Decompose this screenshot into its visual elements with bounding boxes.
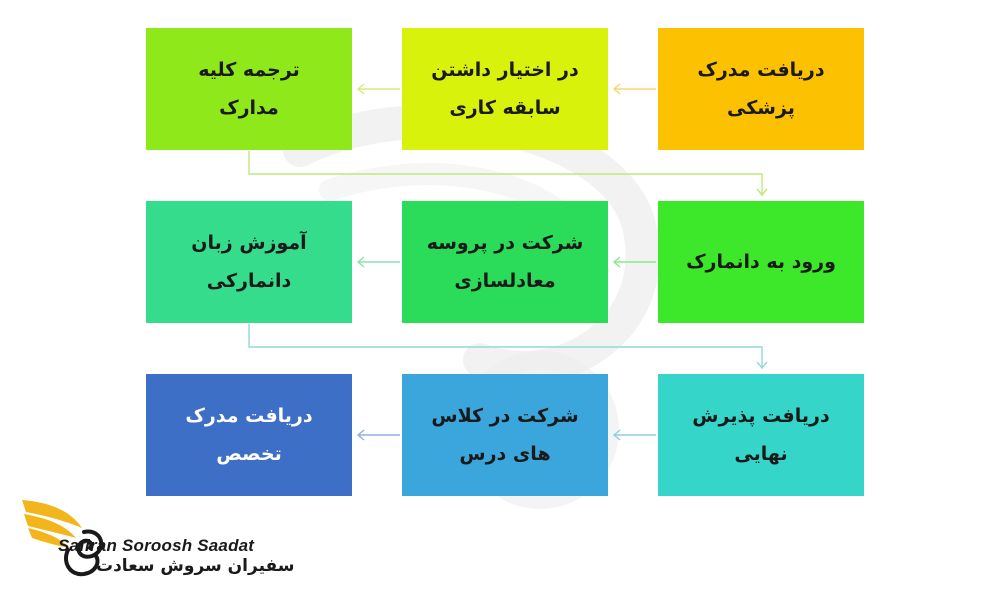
arrow-3-to-4: [248, 151, 763, 195]
step-box-3: ترجمه کلیه مدارک: [146, 28, 352, 150]
arrow-6-to-7: [248, 324, 763, 368]
step-box-2: در اختیار داشتن سابقه کاری: [402, 28, 608, 150]
step-label-1: دریافت مدرک پزشکی: [697, 59, 825, 119]
step-box-7: دریافت پذیرش نهایی: [658, 374, 864, 496]
step-label-2: در اختیار داشتن سابقه کاری: [431, 59, 579, 119]
step-label-7: دریافت پذیرش نهایی: [692, 405, 830, 465]
step-box-4: ورود به دانمارک: [658, 201, 864, 323]
golden-wing-logo-icon: [22, 500, 104, 577]
step-box-6: آموزش زبان دانمارکی: [146, 201, 352, 323]
logo-text-en: Safiran Soroosh Saadat: [58, 536, 255, 555]
step-label-9: دریافت مدرک تخصص: [185, 405, 313, 465]
step-label-8: شرکت در کلاس های درس: [431, 405, 579, 465]
step-label-3: ترجمه کلیه مدارک: [198, 59, 300, 119]
step-box-1: دریافت مدرک پزشکی: [658, 28, 864, 150]
step-label-6: آموزش زبان دانمارکی: [191, 232, 307, 292]
step-label-5: شرکت در پروسه معادلسازی: [426, 232, 584, 292]
step-box-9: دریافت مدرک تخصص: [146, 374, 352, 496]
step-box-5: شرکت در پروسه معادلسازی: [402, 201, 608, 323]
logo-text-fa: سفیران سروش سعادت: [96, 556, 295, 576]
step-label-4: ورود به دانمارک: [686, 251, 836, 273]
step-box-8: شرکت در کلاس های درس: [402, 374, 608, 496]
